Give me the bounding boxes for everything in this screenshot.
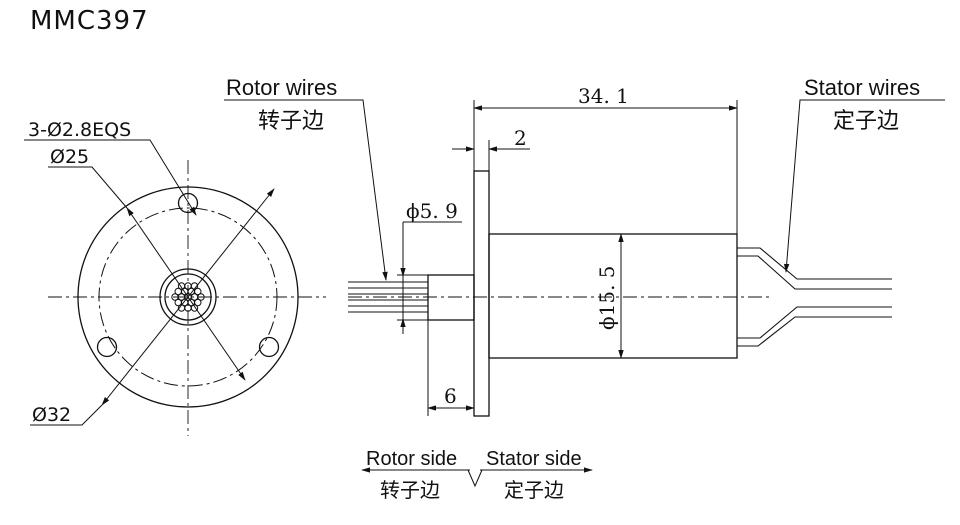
drawing-title: MMC397 [30, 6, 149, 36]
rotor-wires-label-cn: 转子边 [258, 109, 324, 134]
stator-wires-label-cn: 定子边 [833, 109, 899, 134]
hole-spec-label: 3-Ø2.8EQS [28, 119, 131, 141]
rotor-wire-bundle [348, 281, 428, 313]
front-view [24, 139, 326, 436]
flange [473, 170, 490, 417]
side-legend [361, 467, 593, 488]
side-view [224, 99, 945, 417]
outer-diameter-label: Ø32 [32, 404, 71, 426]
stator-side-label-en: Stator side [486, 448, 582, 470]
rotor-wires-label-en: Rotor wires [226, 75, 337, 100]
stator-wires-leader [783, 99, 945, 273]
rotor-side-label-cn: 转子边 [380, 478, 440, 502]
stator-body [488, 233, 738, 359]
pitch-diameter-dimension-line [126, 207, 246, 381]
stator-side-label-cn: 定子边 [504, 478, 564, 502]
pitch-diameter-leader [48, 166, 128, 209]
rotor-shaft [427, 274, 475, 321]
flange-thickness-label: 2 [514, 126, 527, 150]
mounting-hole-left [96, 336, 118, 358]
stator-wire-bundle [737, 247, 892, 347]
rotor-side-label-en: Rotor side [366, 448, 457, 470]
shaft-diameter-label: ϕ5. 9 [406, 199, 458, 223]
hole-spec-leader [24, 139, 197, 216]
pitch-diameter-label: Ø25 [50, 146, 89, 168]
legend-divider-mark [467, 469, 483, 488]
outer-diameter-leader [30, 404, 103, 426]
mounting-hole-right [258, 336, 280, 358]
shaft-length-label: 6 [444, 384, 457, 408]
overall-length-label: 34. 1 [578, 84, 629, 108]
stator-wires-label-en: Stator wires [804, 75, 920, 100]
rotor-wires-leader [224, 99, 388, 281]
body-diameter-label: ϕ15. 5 [595, 265, 619, 330]
